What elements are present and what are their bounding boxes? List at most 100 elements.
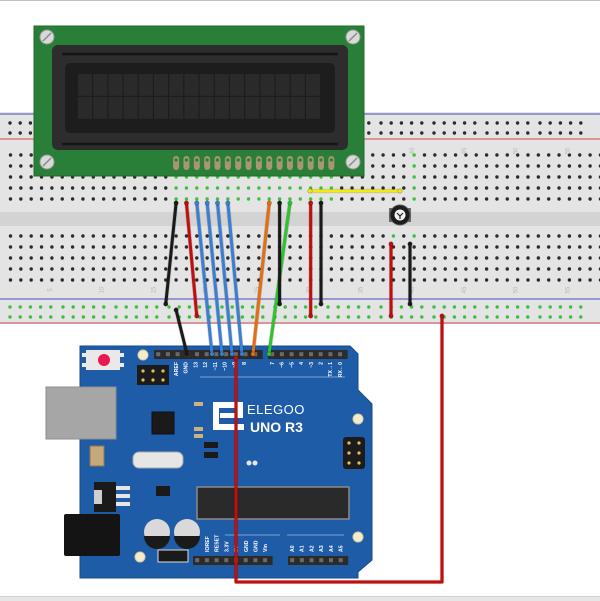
breadboard-hole[interactable] [184, 267, 189, 271]
breadboard-hole[interactable] [412, 278, 416, 282]
power-rail-hole[interactable] [314, 305, 318, 309]
power-rail-hole[interactable] [114, 315, 118, 319]
power-rail-hole[interactable] [485, 305, 489, 309]
breadboard-hole[interactable] [133, 234, 137, 238]
power-rail-hole[interactable] [389, 131, 393, 135]
breadboard-hole[interactable] [526, 186, 530, 190]
breadboard-hole[interactable] [236, 256, 240, 260]
breadboard-hole[interactable] [567, 267, 572, 271]
power-rail-hole[interactable] [197, 305, 202, 309]
header-pin[interactable] [224, 352, 229, 357]
breadboard-hole[interactable] [402, 153, 406, 157]
breadboard-hole[interactable] [381, 245, 385, 249]
header-pin[interactable] [318, 352, 323, 357]
breadboard-hole[interactable] [143, 245, 147, 249]
breadboard-hole[interactable] [578, 278, 582, 282]
power-rail-hole[interactable] [8, 305, 12, 309]
breadboard-hole[interactable] [402, 245, 406, 249]
power-rail-hole[interactable] [389, 121, 393, 125]
breadboard-hole[interactable] [588, 153, 592, 157]
breadboard-hole[interactable] [257, 256, 261, 260]
breadboard-hole[interactable] [402, 256, 406, 260]
breadboard-hole[interactable] [184, 245, 189, 249]
breadboard-hole[interactable] [164, 256, 168, 260]
power-rail-hole[interactable] [568, 131, 573, 135]
power-rail-hole[interactable] [379, 121, 383, 125]
breadboard-hole[interactable] [402, 234, 406, 238]
breadboard-hole[interactable] [360, 278, 365, 282]
power-rail-hole[interactable] [167, 305, 171, 309]
wire-lcd-d6-to-pin-11[interactable] [205, 201, 224, 356]
breadboard-hole[interactable] [8, 186, 13, 190]
breadboard-hole[interactable] [184, 186, 189, 190]
breadboard-hole[interactable] [412, 256, 416, 260]
breadboard-hole[interactable] [8, 153, 13, 157]
breadboard-hole[interactable] [464, 234, 468, 238]
power-rail-hole[interactable] [399, 305, 404, 309]
power-rail-hole[interactable] [49, 315, 53, 319]
power-rail-hole[interactable] [379, 305, 383, 309]
breadboard-hole[interactable] [226, 197, 230, 201]
header-pin[interactable] [204, 352, 209, 357]
breadboard-hole[interactable] [288, 234, 292, 238]
breadboard-hole[interactable] [495, 186, 499, 190]
breadboard-hole[interactable] [371, 234, 375, 238]
breadboard-hole[interactable] [277, 197, 282, 201]
wire-lcd-rs-to-pin-8[interactable] [251, 201, 271, 356]
breadboard-hole[interactable] [257, 245, 261, 249]
breadboard-hole[interactable] [174, 186, 178, 190]
breadboard-hole[interactable] [195, 278, 199, 282]
breadboard-hole[interactable] [246, 256, 251, 260]
breadboard-hole[interactable] [381, 234, 385, 238]
power-rail-hole[interactable] [579, 121, 583, 125]
breadboard-hole[interactable] [443, 234, 447, 238]
breadboard-hole[interactable] [547, 153, 551, 157]
breadboard-hole[interactable] [526, 234, 530, 238]
breadboard-hole[interactable] [288, 278, 292, 282]
power-rail-hole[interactable] [548, 131, 552, 135]
power-rail-hole[interactable] [432, 131, 436, 135]
breadboard-hole[interactable] [195, 234, 199, 238]
power-rail-hole[interactable] [462, 315, 467, 319]
breadboard-hole[interactable] [567, 197, 572, 201]
breadboard-hole[interactable] [215, 197, 220, 201]
breadboard-hole[interactable] [19, 267, 23, 271]
breadboard-hole[interactable] [474, 245, 478, 249]
breadboard-hole[interactable] [246, 278, 251, 282]
power-rail-hole[interactable] [208, 305, 212, 309]
breadboard-hole[interactable] [122, 234, 127, 238]
power-rail-hole[interactable] [293, 305, 298, 309]
power-rail-hole[interactable] [326, 315, 330, 319]
breadboard-hole[interactable] [443, 267, 447, 271]
breadboard-hole[interactable] [515, 197, 520, 201]
breadboard-hole[interactable] [226, 267, 230, 271]
breadboard-hole[interactable] [298, 245, 302, 249]
breadboard-hole[interactable] [526, 278, 530, 282]
breadboard-hole[interactable] [101, 278, 106, 282]
breadboard-hole[interactable] [505, 245, 509, 249]
breadboard-hole[interactable] [474, 278, 478, 282]
breadboard-hole[interactable] [433, 197, 437, 201]
breadboard-hole[interactable] [39, 197, 44, 201]
breadboard-hole[interactable] [474, 186, 478, 190]
power-rail-hole[interactable] [293, 315, 298, 319]
breadboard-hole[interactable] [578, 245, 582, 249]
breadboard-hole[interactable] [122, 245, 127, 249]
breadboard-hole[interactable] [70, 267, 75, 271]
breadboard-hole[interactable] [122, 256, 127, 260]
breadboard-hole[interactable] [412, 197, 416, 201]
breadboard-hole[interactable] [19, 186, 23, 190]
breadboard-hole[interactable] [205, 197, 209, 201]
breadboard-hole[interactable] [153, 245, 158, 249]
breadboard-hole[interactable] [557, 164, 561, 168]
power-rail-hole[interactable] [61, 315, 65, 319]
power-rail-hole[interactable] [177, 305, 181, 309]
breadboard-hole[interactable] [236, 267, 240, 271]
breadboard-hole[interactable] [60, 197, 64, 201]
breadboard-hole[interactable] [360, 186, 365, 190]
breadboard-hole[interactable] [112, 278, 116, 282]
power-rail-hole[interactable] [548, 305, 552, 309]
breadboard-hole[interactable] [60, 186, 64, 190]
header-pin[interactable] [195, 558, 200, 563]
breadboard-hole[interactable] [505, 278, 509, 282]
